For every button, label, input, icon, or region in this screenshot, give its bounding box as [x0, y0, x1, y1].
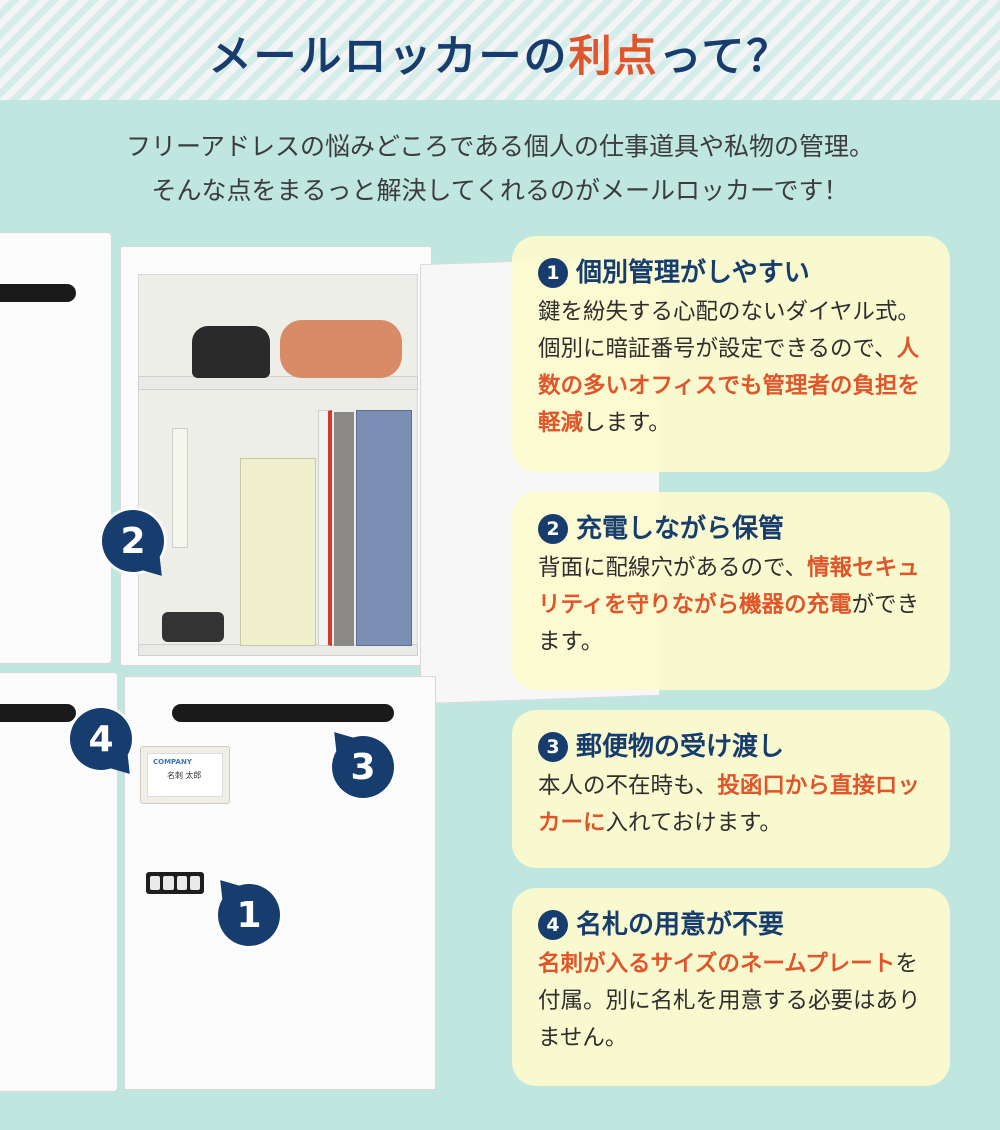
name-plate: COMPANY 名刺 太郎: [140, 746, 230, 804]
feature-body: 背面に配線穴があるので、情報セキュリティを守りながら機器の充電ができます。: [538, 555, 920, 655]
intro-text: フリーアドレスの悩みどころである個人の仕事道具や私物の管理。 そんな点をまるっと…: [0, 125, 1000, 213]
feature-body: 名刺が入るサイズのネームプレートを付属。別に名札を用意する必要はありません。: [538, 951, 921, 1051]
binder-red-item: [318, 410, 332, 646]
feature-body: 鍵を紛失する心配のないダイヤル式。個別に暗証番号が設定できるので、人数の多いオフ…: [538, 299, 921, 436]
cushion-item: [280, 320, 402, 378]
device-item: [162, 612, 224, 642]
feature-body: 本人の不在時も、投函口から直接ロッカーに入れておけます。: [538, 773, 920, 836]
feature-title: 2 充電しながら保管: [538, 512, 926, 546]
highlight-text: 情報セキュリティを守りながら機器の充電: [538, 555, 920, 618]
charger-item: [172, 428, 188, 548]
binder-gray-item: [334, 412, 354, 646]
highlight-text: 人数の多いオフィスでも管理者の負担を軽減: [538, 336, 921, 436]
number-badge: 3: [538, 732, 568, 762]
feature-title: 1 個別管理がしやすい: [538, 256, 926, 290]
mail-slot: [0, 704, 76, 722]
mail-slot: [0, 284, 76, 302]
card-name: 名刺 太郎: [167, 771, 202, 780]
mail-slot: [172, 704, 394, 722]
feature-title: 4 名札の用意が不要: [538, 908, 926, 942]
dial-lock: [146, 872, 204, 894]
marker-4: 4: [70, 708, 132, 770]
marker-3: 3: [332, 736, 394, 798]
highlight-text: 名刺が入るサイズのネームプレート: [538, 951, 896, 977]
intro-line-1: フリーアドレスの悩みどころである個人の仕事道具や私物の管理。: [125, 132, 874, 161]
number-badge: 1: [538, 258, 568, 288]
number-badge: 2: [538, 514, 568, 544]
company-label: COMPANY: [153, 758, 192, 766]
file-box-item: [240, 458, 316, 646]
feature-card-2: 2 充電しながら保管 背面に配線穴があるので、情報セキュリティを守りながら機器の…: [512, 492, 950, 690]
feature-card-1: 1 個別管理がしやすい 鍵を紛失する心配のないダイヤル式。個別に暗証番号が設定で…: [512, 236, 950, 472]
feature-card-3: 3 郵便物の受け渡し 本人の不在時も、投函口から直接ロッカーに入れておけます。: [512, 710, 950, 868]
intro-line-2: そんな点をまるっと解決してくれるのがメールロッカーです！: [151, 176, 849, 205]
binder-blue-item: [356, 410, 412, 646]
business-card: COMPANY 名刺 太郎: [147, 753, 223, 797]
marker-2: 2: [102, 510, 164, 572]
number-badge: 4: [538, 910, 568, 940]
locker-door-left-top: [0, 232, 112, 664]
marker-1: 1: [218, 884, 280, 946]
locker-shelf: [138, 376, 418, 390]
page-title: メールロッカーの利点って？: [208, 32, 792, 82]
highlight-text: 投函口から直接ロッカーに: [538, 773, 920, 836]
striped-header-band: [0, 0, 1000, 100]
pouch-item: [192, 326, 270, 378]
feature-title: 3 郵便物の受け渡し: [538, 730, 926, 764]
feature-card-4: 4 名札の用意が不要 名刺が入るサイズのネームプレートを付属。別に名札を用意する…: [512, 888, 950, 1086]
